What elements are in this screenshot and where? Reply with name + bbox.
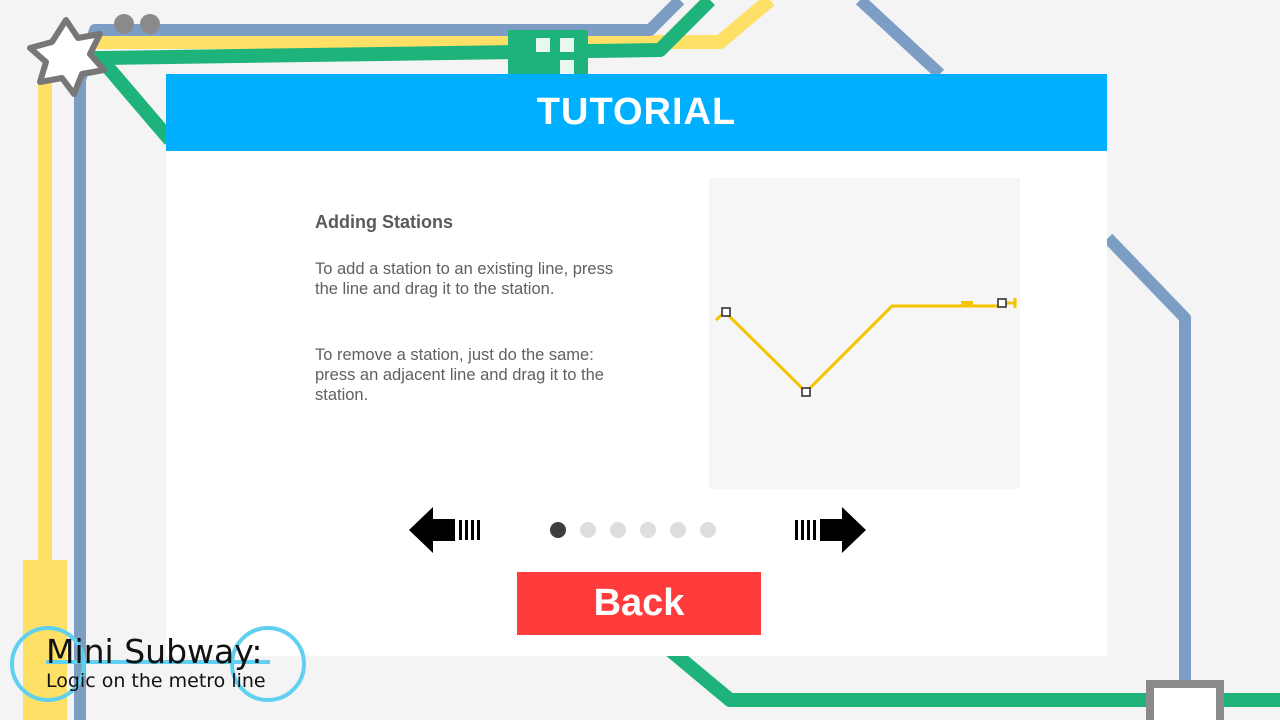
watermark-logo: Mini Subway: Logic on the metro line: [8, 624, 308, 704]
page-dot-4[interactable]: [640, 522, 656, 538]
page-indicator: [550, 522, 716, 538]
lesson-paragraph-remove: To remove a station, just do the same: p…: [315, 346, 604, 404]
arrow-right-icon: [795, 507, 866, 553]
metro-line-blue: [74, 0, 685, 720]
page-dot-6[interactable]: [700, 522, 716, 538]
demo-train: [961, 301, 973, 307]
tutorial-panel: TUTORIAL Adding Stations To add a statio…: [166, 74, 1107, 656]
arrow-left-icon: [409, 507, 480, 553]
page-dot-5[interactable]: [670, 522, 686, 538]
tutorial-demo-illustration: [709, 178, 1020, 489]
tutorial-title: TUTORIAL: [536, 91, 737, 133]
watermark-rings: [10, 626, 306, 702]
watermark-subtitle: Logic on the metro line: [46, 670, 266, 692]
lesson-heading: Adding Stations: [315, 212, 453, 232]
next-page-button[interactable]: [794, 507, 866, 553]
demo-station: [997, 298, 1007, 308]
tutorial-header: TUTORIAL: [166, 74, 1107, 151]
metro-line-green-bottom: [665, 644, 1280, 707]
station-square: [1146, 680, 1224, 720]
lesson-paragraph-add: To add a station to an existing line, pr…: [315, 260, 614, 298]
previous-page-button[interactable]: [409, 507, 481, 553]
demo-station: [801, 387, 811, 397]
watermark-title: Mini Subway:: [46, 632, 263, 671]
lesson-text: Adding Stations To add a station to an e…: [315, 212, 615, 451]
page-dot-3[interactable]: [610, 522, 626, 538]
station-star-icon: [27, 17, 107, 97]
page-dot-1[interactable]: [550, 522, 566, 538]
back-button[interactable]: Back: [517, 572, 761, 635]
page-dot-2[interactable]: [580, 522, 596, 538]
metro-line-blue-right: [855, 0, 1191, 720]
demo-metro-line: [723, 304, 1003, 394]
station-circle: [140, 14, 160, 34]
demo-station: [721, 307, 731, 317]
station-circle: [114, 14, 134, 34]
